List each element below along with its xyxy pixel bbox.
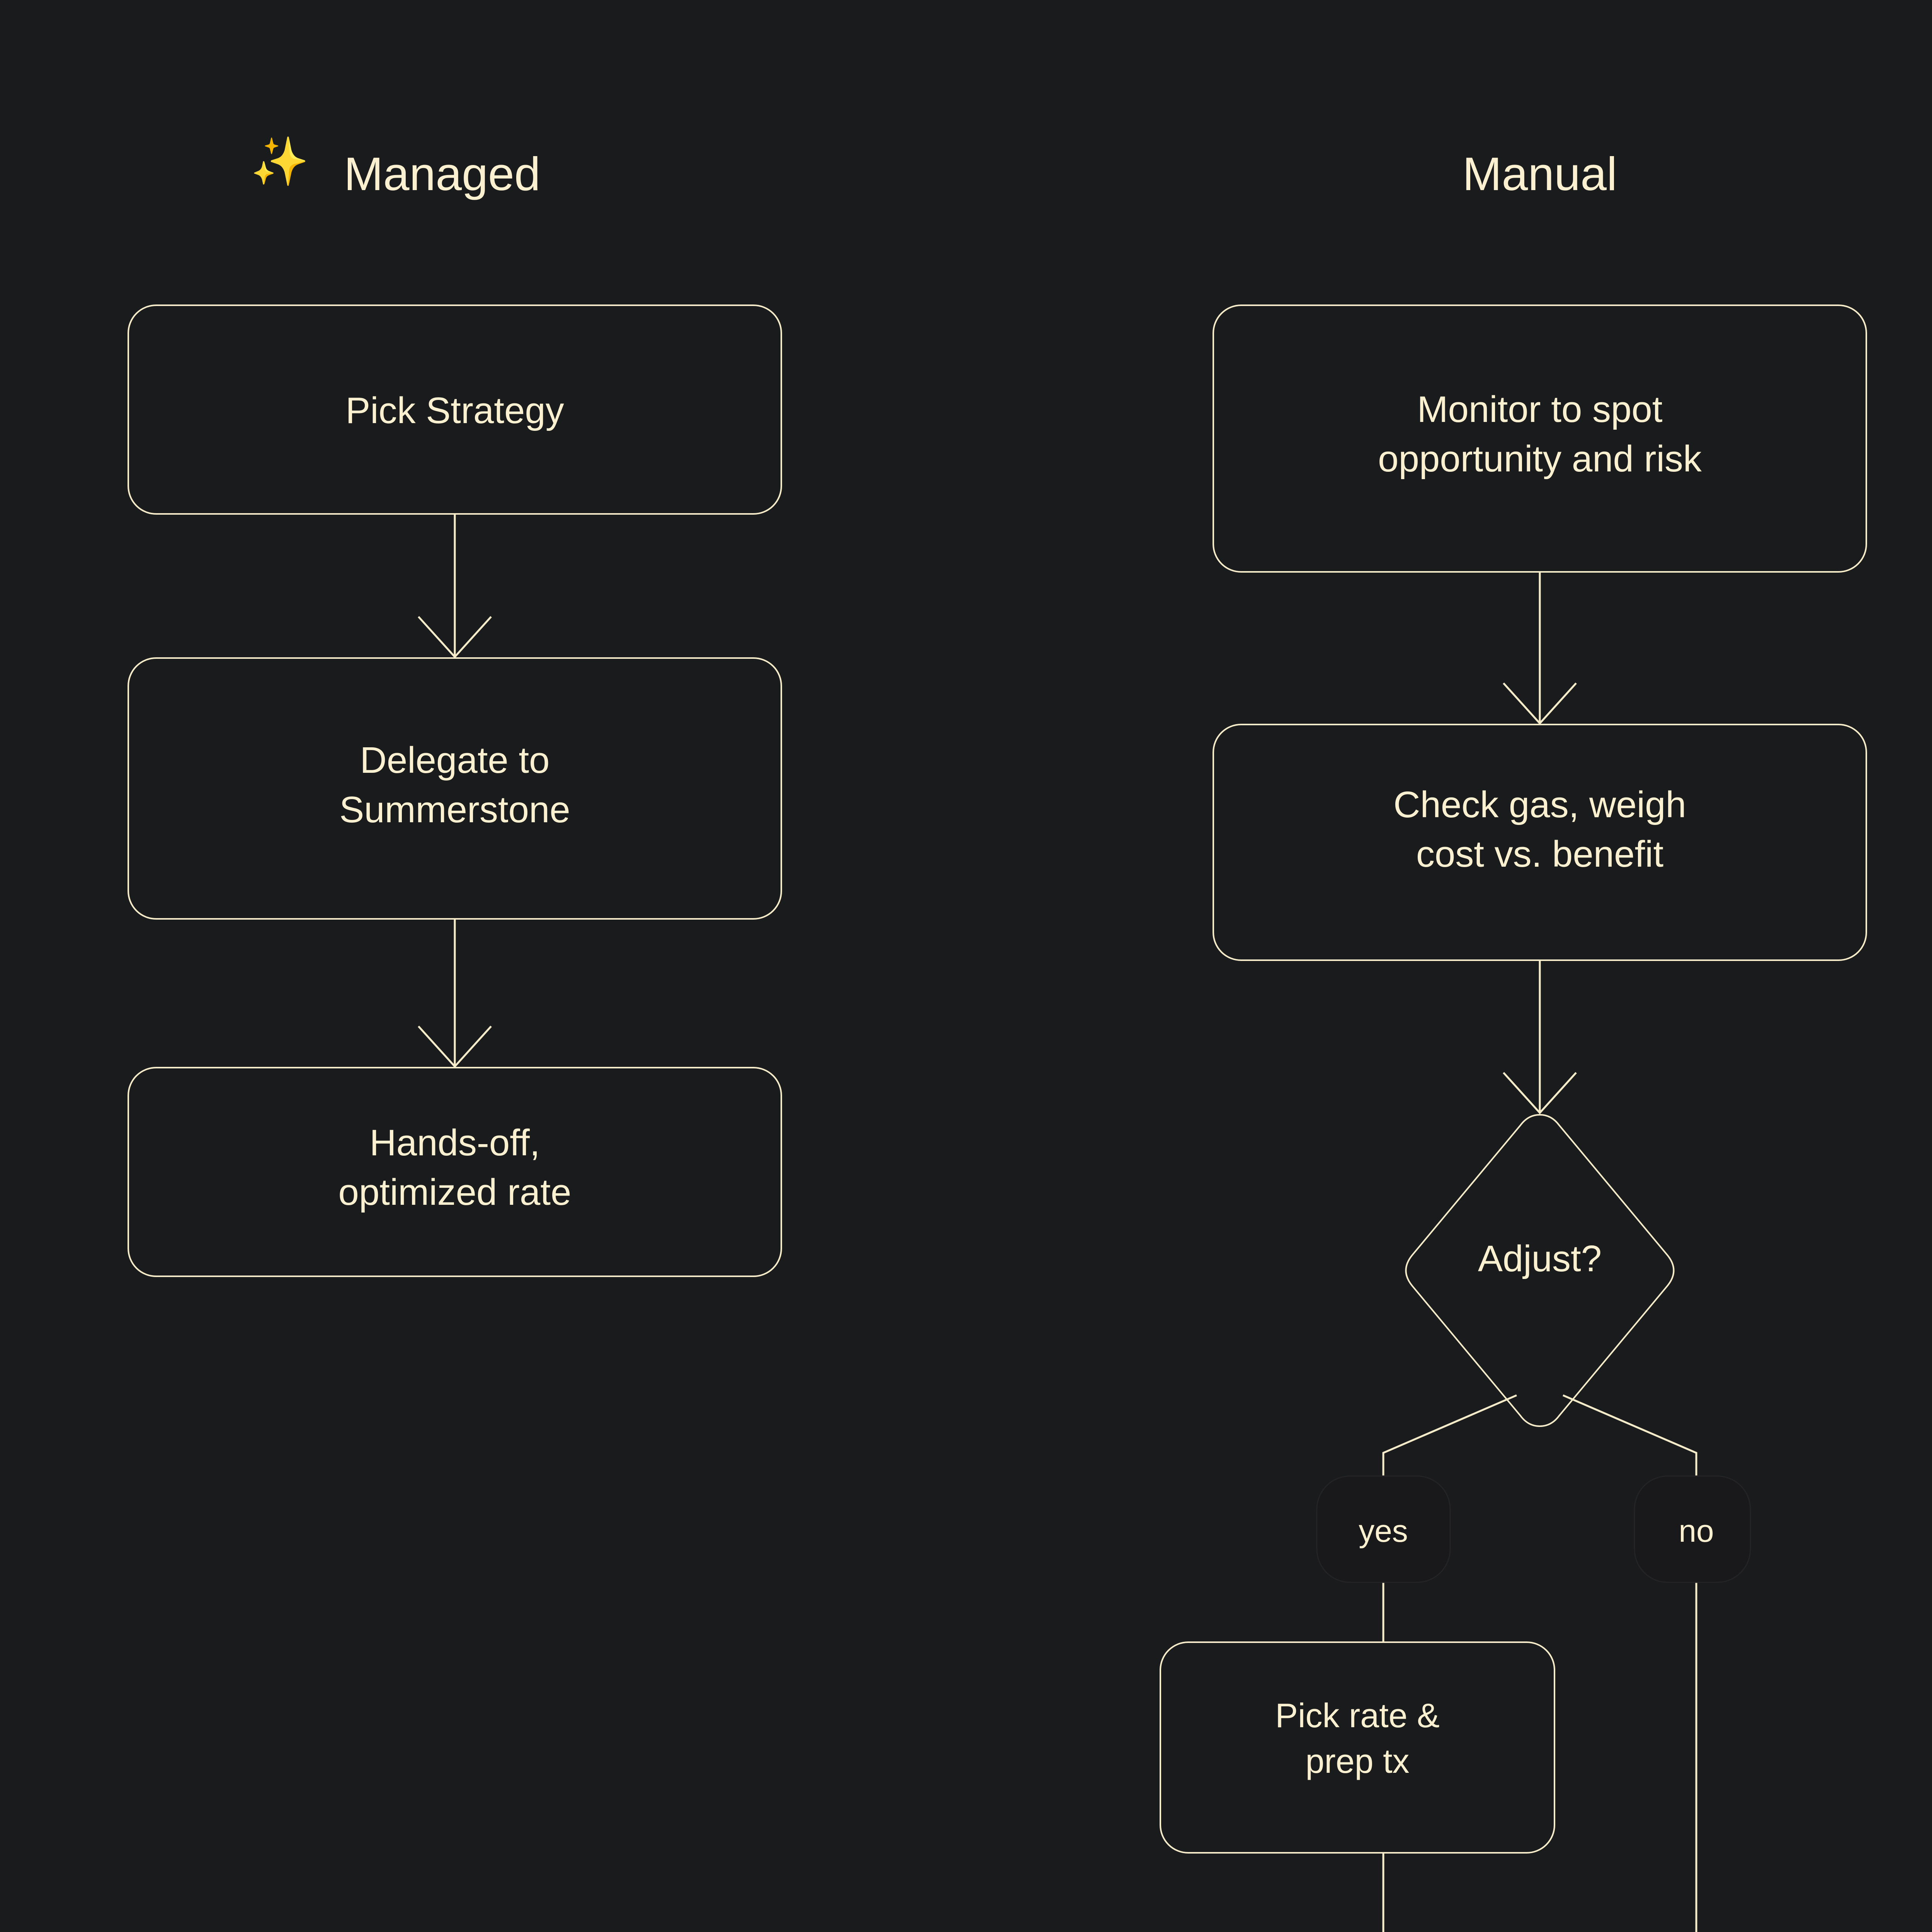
edge-label-no: no: [1634, 1475, 1751, 1583]
node-check-gas-weigh-cost[interactable]: Check gas, weigh cost vs. benefit: [1213, 724, 1867, 961]
node-adjust-decision[interactable]: Adjust?: [1405, 1114, 1675, 1427]
edge-pick-strategy-to-delegate: [418, 514, 492, 658]
node-shape-adjust-diamond[interactable]: [1405, 1114, 1675, 1427]
edge-monitor-to-check-gas: [1503, 572, 1577, 725]
edge-adjust-no-branch: [1563, 1394, 1697, 1932]
sparkles-icon: ✨: [250, 134, 309, 189]
node-box-hands-off-optimized-rate[interactable]: [128, 1067, 782, 1277]
manual-column-title: Manual: [1463, 148, 1617, 200]
node-label-pick-strategy: Pick Strategy: [345, 390, 564, 431]
managed-column-header: ✨ Managed: [250, 134, 541, 200]
node-label-delegate-line2: Summerstone: [339, 789, 570, 830]
node-label-adjust: Adjust?: [1478, 1238, 1602, 1279]
arrowhead-icon: [1503, 682, 1577, 725]
node-pick-rate-prep-tx[interactable]: Pick rate & prep tx: [1160, 1641, 1555, 1854]
node-label-delegate-line1: Delegate to: [360, 740, 549, 781]
node-label-handsoff-line2: optimized rate: [338, 1172, 571, 1213]
node-hands-off-optimized-rate[interactable]: Hands-off, optimized rate: [128, 1067, 782, 1277]
node-label-pickrate-line1: Pick rate &: [1275, 1696, 1439, 1735]
edge-label-yes: yes: [1316, 1475, 1451, 1583]
node-box-pick-rate-prep-tx[interactable]: [1160, 1641, 1555, 1854]
node-label-monitor-line2: opportunity and risk: [1378, 438, 1702, 480]
manual-column-header: Manual: [1463, 148, 1617, 200]
node-label-checkgas-line2: cost vs. benefit: [1416, 833, 1663, 875]
arrowhead-icon: [1503, 1072, 1577, 1114]
arrowhead-icon: [418, 616, 492, 658]
edge-delegate-to-handsoff: [418, 919, 492, 1068]
node-label-pickrate-line2: prep tx: [1305, 1742, 1409, 1780]
arrowhead-icon: [418, 1026, 492, 1068]
node-pick-strategy[interactable]: Pick Strategy: [128, 304, 782, 515]
edge-label-no-text: no: [1679, 1514, 1714, 1549]
edge-line-no: [1563, 1394, 1697, 1932]
edge-check-gas-to-adjust: [1503, 960, 1577, 1114]
edge-label-yes-text: yes: [1359, 1514, 1408, 1549]
edge-label-no-background: [1634, 1475, 1751, 1583]
node-label-checkgas-line1: Check gas, weigh: [1393, 784, 1686, 825]
managed-column-title: Managed: [344, 148, 541, 200]
node-label-monitor-line1: Monitor to spot: [1417, 389, 1663, 430]
node-label-handsoff-line1: Hands-off,: [369, 1122, 540, 1163]
edge-label-yes-background: [1316, 1475, 1451, 1583]
